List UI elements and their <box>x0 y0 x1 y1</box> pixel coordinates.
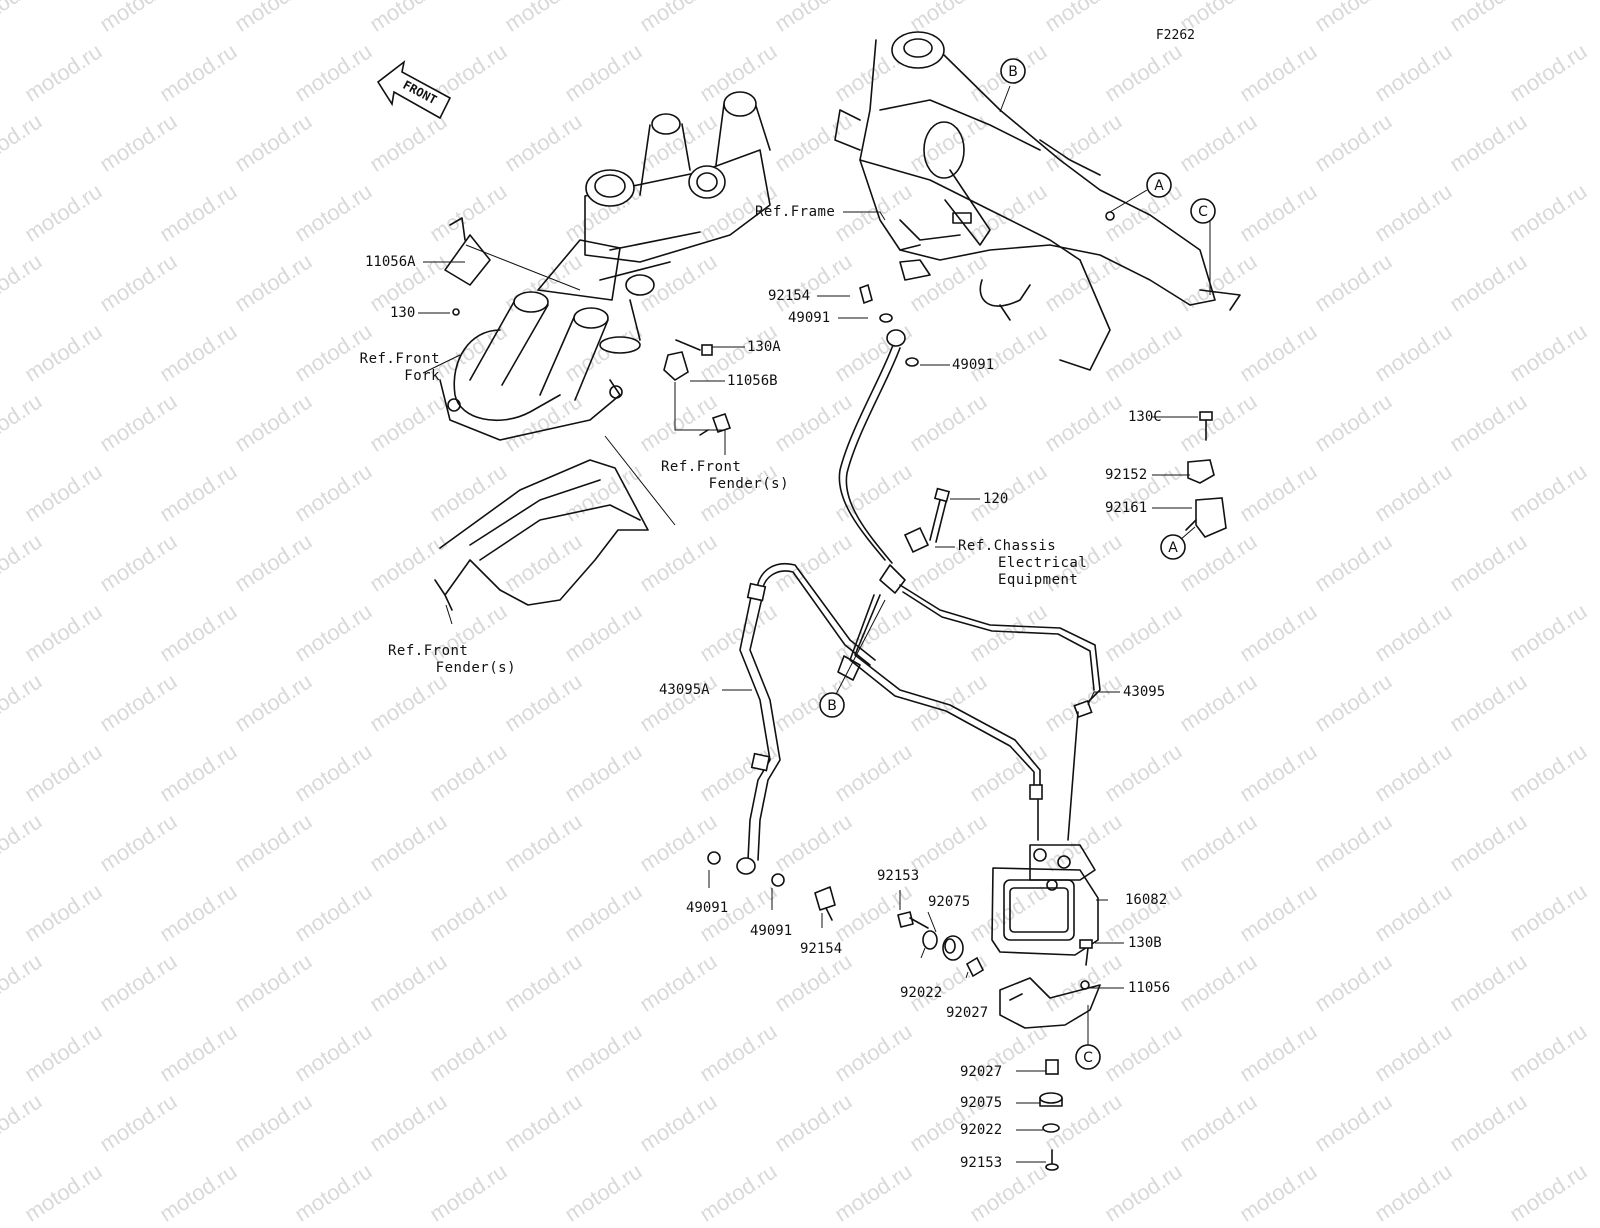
label-92154-bottom: 92154 <box>800 941 843 957</box>
ref-chassis-electrical: Ref.Chassis Electrical Equipment <box>958 538 1103 589</box>
brake-line-43095 <box>837 594 1093 841</box>
bolt-120 <box>903 487 951 554</box>
brake-line-upper <box>838 283 1101 706</box>
label-16082: 16082 <box>1125 892 1168 908</box>
svg-text:A: A <box>1168 540 1178 556</box>
label-92153-a: 92153 <box>877 868 920 884</box>
label-92153-b: 92153 <box>960 1155 1003 1171</box>
ref-front-fender-a-line1: Ref.Front <box>661 459 742 475</box>
abs-unit-16082 <box>991 844 1099 956</box>
label-130C: 130C <box>1128 409 1162 425</box>
leader-lines <box>418 85 1211 1163</box>
svg-text:A: A <box>1154 178 1164 194</box>
front-fender-drawing <box>434 459 649 611</box>
ref-front-fender-b-line2: Fender(s) <box>435 660 516 676</box>
label-11056: 11056 <box>1128 980 1171 996</box>
label-49091-b: 49091 <box>952 357 995 373</box>
label-120: 120 <box>983 491 1009 507</box>
diagram-code: F2262 <box>1155 28 1195 43</box>
frame-drawing <box>834 31 1241 371</box>
label-130: 130 <box>390 305 416 321</box>
ref-front-fork-line1: Ref.Front <box>359 351 440 367</box>
label-92027-b: 92027 <box>960 1064 1003 1080</box>
callout-a-bracket: A <box>1160 534 1186 560</box>
label-92152: 92152 <box>1105 467 1148 483</box>
ref-frame: Ref.Frame <box>755 204 836 220</box>
svg-text:B: B <box>827 698 837 714</box>
label-130B: 130B <box>1128 935 1162 951</box>
label-92075-a: 92075 <box>928 894 971 910</box>
label-92022-a: 92022 <box>900 985 943 1001</box>
callout-a-frame: A <box>1146 172 1172 198</box>
callout-c-bracket: C <box>1075 1044 1101 1070</box>
grommet-group-upper <box>897 911 985 978</box>
svg-text:B: B <box>1008 64 1018 80</box>
svg-text:C: C <box>1083 1050 1093 1066</box>
label-43095: 43095 <box>1123 684 1166 700</box>
label-92027-a: 92027 <box>946 1005 989 1021</box>
label-92154-top: 92154 <box>768 288 811 304</box>
bracket-11056 <box>999 939 1101 1029</box>
clamp-parts <box>663 339 732 436</box>
ref-front-fender-b: Ref.Front Fender(s) <box>388 643 516 677</box>
callout-b-frame: B <box>1000 58 1026 84</box>
label-49091-a: 49091 <box>788 310 831 326</box>
label-92161: 92161 <box>1105 500 1148 516</box>
ref-chassis-line3: Equipment <box>998 572 1079 588</box>
front-arrow-icon: FRONT <box>376 60 452 120</box>
mount-parts-right <box>1185 411 1227 538</box>
label-43095A: 43095A <box>659 682 710 698</box>
ref-front-fender-b-line1: Ref.Front <box>388 643 469 659</box>
grommet-group-lower <box>1039 1059 1063 1171</box>
ref-front-fork: Ref.Front Fork <box>355 351 440 385</box>
svg-text:C: C <box>1198 204 1208 220</box>
ref-front-fender-a-line2: Fender(s) <box>708 476 789 492</box>
ref-front-fork-line2: Fork <box>404 368 440 384</box>
callout-b-hose: B <box>819 692 845 718</box>
front-fork-drawing <box>439 91 771 441</box>
callout-c-frame: C <box>1190 198 1216 224</box>
label-11056B: 11056B <box>727 373 778 389</box>
ref-front-fender-a: Ref.Front Fender(s) <box>661 459 789 493</box>
callout-circles: B A C A B C <box>819 58 1216 1070</box>
label-11056A: 11056A <box>365 254 416 270</box>
ref-chassis-line2: Electrical <box>998 555 1088 571</box>
label-130A: 130A <box>747 339 781 355</box>
ref-chassis-line1: Ref.Chassis <box>958 538 1057 554</box>
label-49091-d: 49091 <box>750 923 793 939</box>
abs-hose-43095A <box>707 563 876 921</box>
label-49091-c: 49091 <box>686 900 729 916</box>
label-92022-b: 92022 <box>960 1122 1003 1138</box>
line-art: FRONT <box>376 31 1241 1171</box>
label-92075-b: 92075 <box>960 1095 1003 1111</box>
